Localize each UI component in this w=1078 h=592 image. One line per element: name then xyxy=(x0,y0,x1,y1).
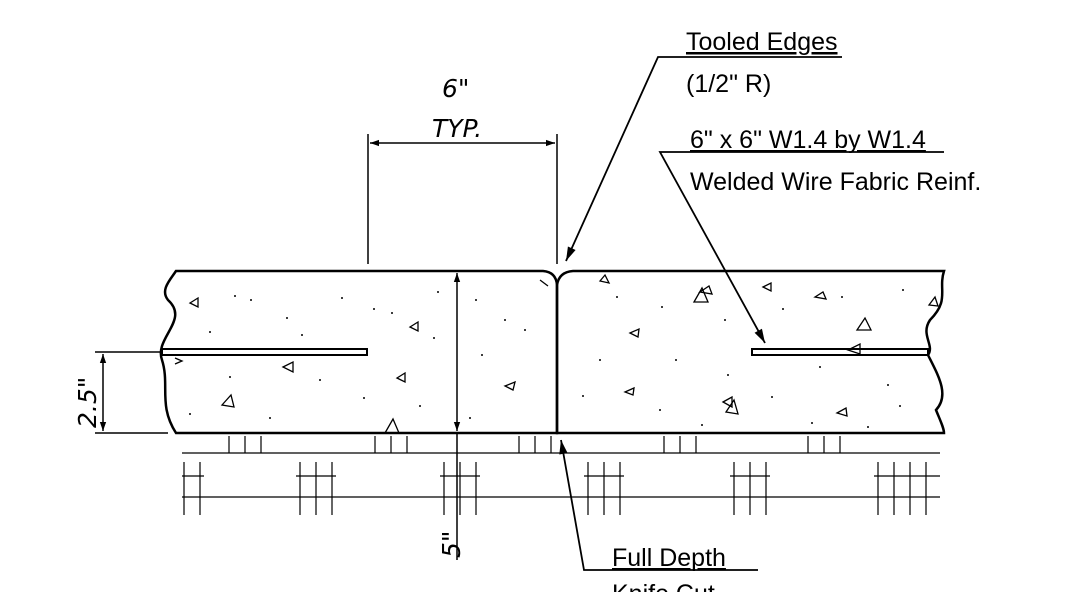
joint-spacing-note: TYP. xyxy=(432,114,482,143)
reinforcement-depth-value: 2.5" xyxy=(73,377,102,428)
reinforcement-spec-line2: Welded Wire Fabric Reinf. xyxy=(690,168,981,196)
reinforcement-spec-line1: 6" x 6" W1.4 by W1.4 xyxy=(690,126,926,154)
left-slab-panel xyxy=(159,269,559,435)
tooled-edges-title: Tooled Edges xyxy=(686,28,838,56)
reinforcement-bar-right xyxy=(751,348,929,356)
reinforcement-bar-left xyxy=(161,348,368,356)
tooled-edges-callout: Tooled Edges (1/2" R) xyxy=(565,28,842,262)
knife-cut-callout: Full Depth Knife Cut xyxy=(559,439,758,592)
reinforcement-callout: 6" x 6" W1.4 by W1.4 Welded Wire Fabric … xyxy=(658,126,981,344)
joint-spacing-dimension: 6" TYP. xyxy=(367,74,558,264)
concrete-stipple-dots xyxy=(189,289,904,428)
slab-thickness-value: 5" xyxy=(437,531,466,558)
concrete-aggregate-pattern xyxy=(174,273,939,434)
knife-cut-line2: Knife Cut xyxy=(612,580,715,592)
joint-spacing-value: 6" xyxy=(442,74,469,103)
knife-cut-line1: Full Depth xyxy=(612,544,726,572)
tooled-edges-radius: (1/2" R) xyxy=(686,70,771,98)
reinforcement-depth-dimension: 2.5" xyxy=(73,351,168,434)
subgrade-hatch-gaps xyxy=(204,470,874,482)
slab-thickness-dimension: 5" xyxy=(437,273,466,560)
right-slab-panel xyxy=(555,269,946,435)
